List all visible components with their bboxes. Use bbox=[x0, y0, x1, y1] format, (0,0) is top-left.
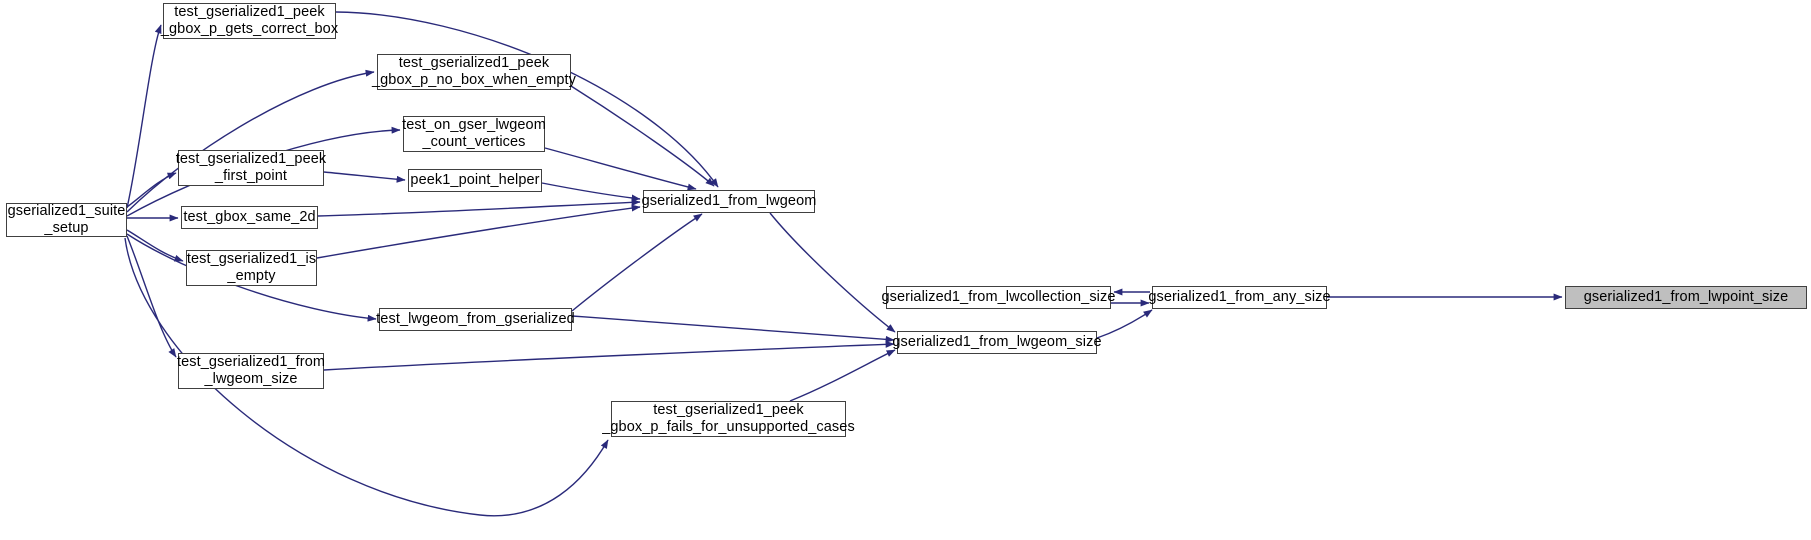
edge-suite_setup-to-peek_no_box bbox=[126, 69, 375, 213]
node-label-peek_fails_unsup: test_gserialized1_peek _gbox_p_fails_for… bbox=[602, 401, 855, 435]
edge-peek1_helper-to-from_lwgeom bbox=[541, 182, 641, 202]
edge-suite_setup-to-peek_gets_box bbox=[126, 24, 162, 209]
node-suite_setup[interactable]: gserialized1_suite _setup bbox=[6, 203, 127, 237]
node-label-peek_first_point: test_gserialized1_peek _first_point bbox=[175, 150, 327, 184]
node-from_lwcoll_size[interactable]: gserialized1_from_lwcollection_size bbox=[882, 286, 1115, 309]
node-count_vertices[interactable]: test_on_gser_lwgeom _count_vertices bbox=[402, 116, 546, 152]
edge-from_lwgeom-to-from_lwgeom_size bbox=[769, 212, 896, 333]
node-label-from_lwcoll_size: gserialized1_from_lwcollection_size bbox=[881, 288, 1116, 305]
node-label-suite_setup: gserialized1_suite _setup bbox=[7, 202, 126, 236]
edge-peek_first_point-to-peek1_helper bbox=[323, 171, 406, 183]
edge-peek_no_box-to-from_lwgeom bbox=[570, 85, 715, 187]
node-peek_gets_box[interactable]: test_gserialized1_peek _gbox_p_gets_corr… bbox=[161, 3, 338, 39]
node-label-from_any_size: gserialized1_from_any_size bbox=[1148, 288, 1331, 305]
node-gbox_same_2d[interactable]: test_gbox_same_2d bbox=[181, 206, 318, 229]
edge-suite_setup-to-test_from_lwg_size bbox=[126, 235, 177, 358]
edge-suite_setup-to-peek_first_point bbox=[126, 172, 177, 208]
node-lwgeom_from_gser[interactable]: test_lwgeom_from_gserialized bbox=[376, 308, 575, 331]
edge-lwgeom_from_gser-to-from_lwgeom bbox=[571, 213, 703, 312]
node-from_lwgeom[interactable]: gserialized1_from_lwgeom bbox=[642, 190, 816, 213]
node-peek_no_box[interactable]: test_gserialized1_peek _gbox_p_no_box_wh… bbox=[372, 54, 576, 90]
node-label-peek_gets_box: test_gserialized1_peek _gbox_p_gets_corr… bbox=[160, 3, 339, 37]
node-label-peek_no_box: test_gserialized1_peek _gbox_p_no_box_wh… bbox=[371, 54, 577, 88]
node-label-gbox_same_2d: test_gbox_same_2d bbox=[183, 208, 316, 225]
node-from_any_size[interactable]: gserialized1_from_any_size bbox=[1148, 286, 1331, 309]
node-peek_first_point[interactable]: test_gserialized1_peek _first_point bbox=[176, 150, 326, 186]
node-label-from_lwgeom_size: gserialized1_from_lwgeom_size bbox=[892, 333, 1102, 350]
edge-peek_gets_box-to-from_lwgeom bbox=[335, 11, 719, 188]
node-from_lwpoint_size[interactable]: gserialized1_from_lwpoint_size bbox=[1565, 286, 1807, 309]
node-from_lwgeom_size[interactable]: gserialized1_from_lwgeom_size bbox=[892, 331, 1102, 354]
edge-count_vertices-to-from_lwgeom bbox=[544, 147, 697, 191]
node-label-test_from_lwg_size: test_gserialized1_from _lwgeom_size bbox=[176, 353, 326, 387]
edge-paths bbox=[124, 11, 1563, 517]
node-test_from_lwg_size[interactable]: test_gserialized1_from _lwgeom_size bbox=[177, 353, 325, 389]
node-label-lwgeom_from_gser: test_lwgeom_from_gserialized bbox=[376, 310, 575, 327]
edge-peek_fails_unsup-to-from_lwgeom_size bbox=[789, 349, 896, 402]
node-label-from_lwpoint_size: gserialized1_from_lwpoint_size bbox=[1583, 288, 1789, 305]
node-label-is_empty: test_gserialized1_is _empty bbox=[186, 250, 317, 284]
node-is_empty[interactable]: test_gserialized1_is _empty bbox=[186, 250, 317, 286]
node-peek1_helper[interactable]: peek1_point_helper bbox=[408, 169, 542, 192]
edge-test_from_lwg_size-to-from_lwgeom_size bbox=[323, 340, 895, 371]
edge-suite_setup-to-is_empty bbox=[126, 229, 184, 262]
node-label-from_lwgeom: gserialized1_from_lwgeom bbox=[641, 192, 817, 209]
edge-lwgeom_from_gser-to-from_lwgeom_size bbox=[571, 315, 895, 343]
node-peek_fails_unsup[interactable]: test_gserialized1_peek _gbox_p_fails_for… bbox=[602, 401, 855, 437]
node-label-peek1_helper: peek1_point_helper bbox=[410, 171, 540, 188]
edge-is_empty-to-from_lwgeom bbox=[316, 204, 641, 259]
edge-gbox_same_2d-to-from_lwgeom bbox=[317, 198, 641, 217]
node-label-count_vertices: test_on_gser_lwgeom _count_vertices bbox=[402, 116, 546, 150]
